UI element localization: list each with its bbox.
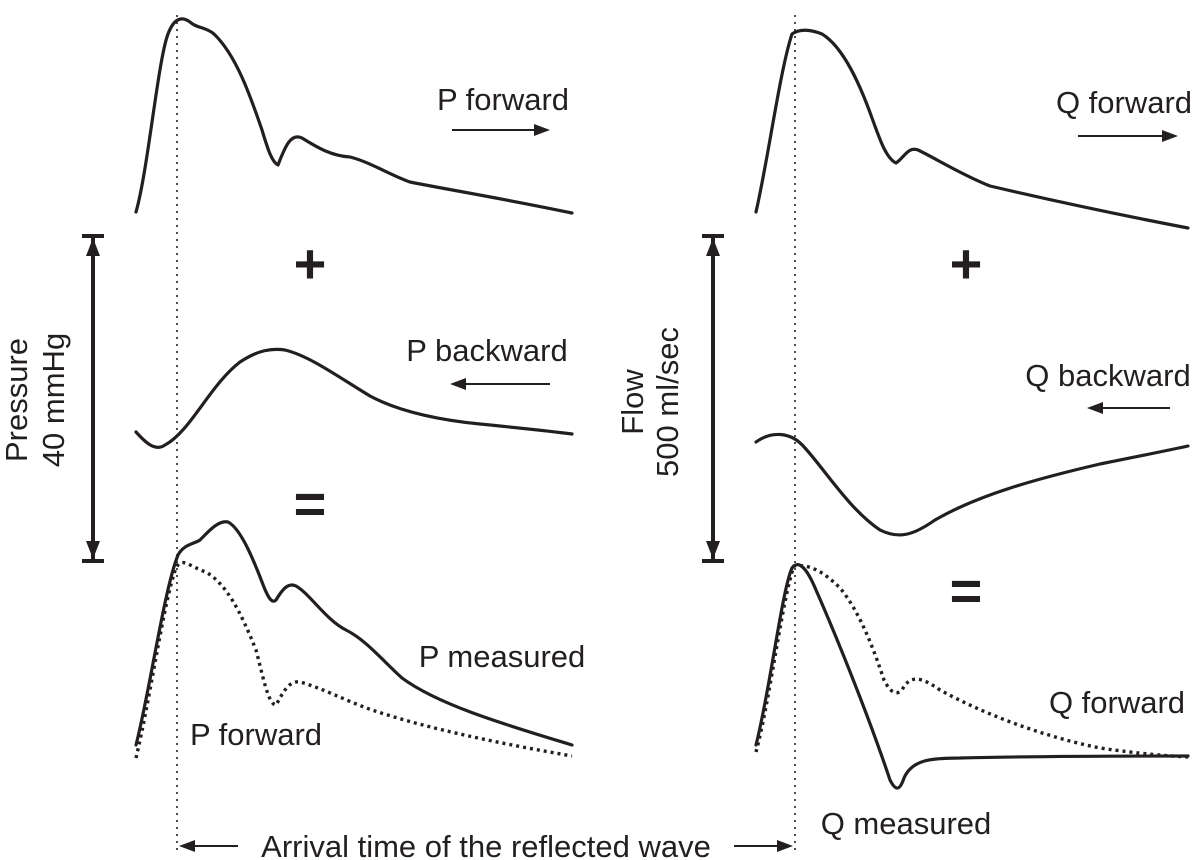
- q-backward-arrow: [1087, 402, 1170, 414]
- flow-panel: Flow 500 ml/sec Q forward + Q backward =…: [615, 28, 1192, 841]
- flow-equals-sign: =: [950, 559, 983, 622]
- p-forward-measured-waveform: [134, 560, 573, 759]
- p-forward-measured-label: P forward: [190, 717, 322, 752]
- q-measured-label: Q measured: [821, 806, 992, 841]
- p-forward-label: P forward: [437, 82, 569, 117]
- pressure-plus-sign: +: [294, 232, 327, 295]
- q-forward-arrow: [1078, 130, 1178, 142]
- q-backward-waveform: [754, 432, 1190, 537]
- pressure-scale-value: 40 mmHg: [36, 333, 71, 467]
- p-forward-waveform: [134, 17, 574, 215]
- flow-scale-bar: [702, 234, 724, 563]
- arrival-time-label: Arrival time of the reflected wave: [261, 829, 711, 860]
- pressure-equals-sign: =: [294, 472, 327, 535]
- p-measured-waveform: [134, 520, 574, 747]
- pressure-panel: Pressure 40 mmHg P forward + P backward …: [0, 17, 586, 759]
- q-forward-label: Q forward: [1056, 85, 1192, 120]
- p-forward-arrow: [452, 124, 550, 136]
- flow-plus-sign: +: [950, 232, 983, 295]
- flow-scale-value: 500 ml/sec: [650, 327, 685, 477]
- flow-scale-label: Flow: [615, 369, 650, 435]
- p-backward-label: P backward: [406, 333, 567, 368]
- q-forward-measured-label: Q forward: [1049, 685, 1185, 720]
- pressure-scale-label: Pressure: [0, 338, 34, 462]
- p-backward-waveform: [134, 347, 574, 449]
- p-measured-label: P measured: [419, 639, 586, 674]
- q-forward-waveform: [754, 28, 1190, 230]
- pressure-scale-bar: [82, 234, 104, 563]
- arrival-time-arrow: [179, 840, 793, 852]
- q-forward-measured-waveform: [754, 563, 1189, 759]
- q-measured-waveform: [754, 563, 1190, 790]
- p-backward-arrow: [450, 378, 550, 390]
- q-backward-label: Q backward: [1025, 358, 1190, 393]
